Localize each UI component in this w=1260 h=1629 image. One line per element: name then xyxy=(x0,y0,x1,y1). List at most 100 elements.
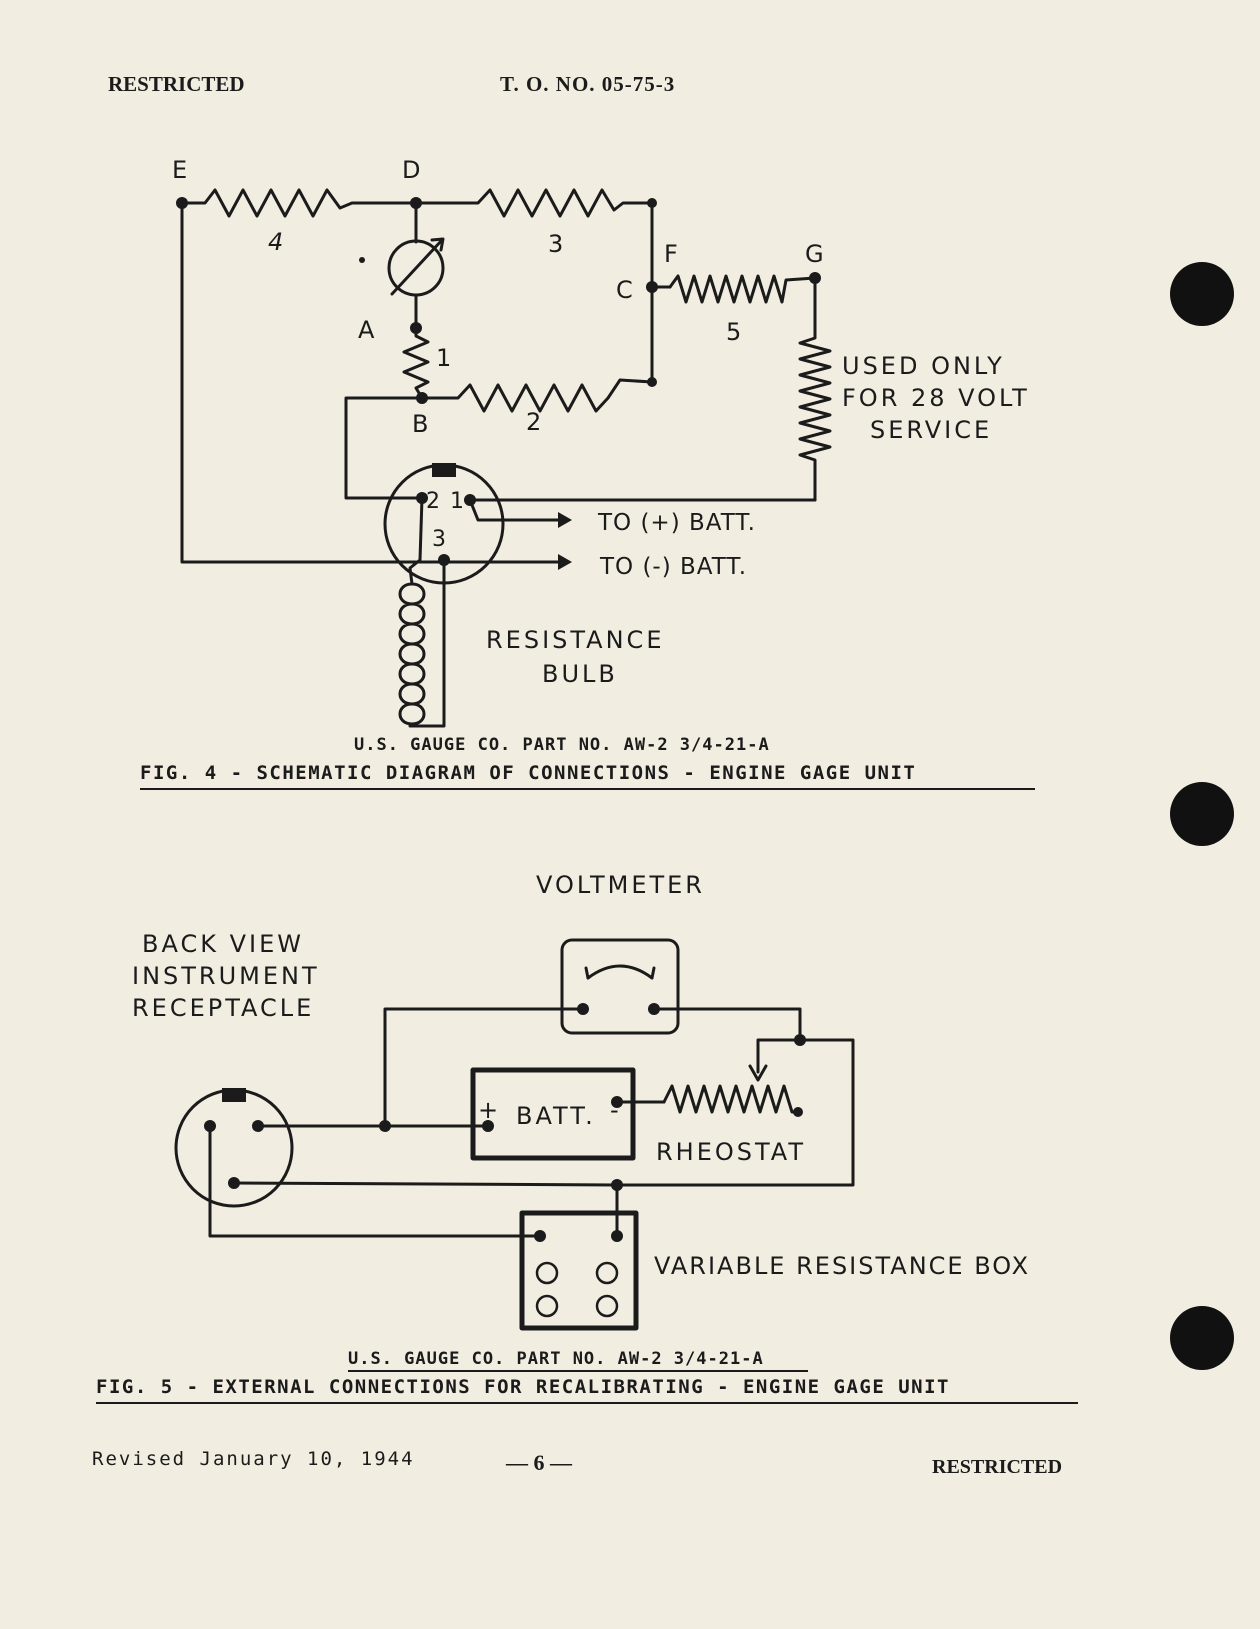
junction-dot xyxy=(204,1120,216,1132)
resistance-box-terminal xyxy=(595,1294,619,1318)
resistor-3 xyxy=(414,188,654,218)
speck xyxy=(359,257,365,263)
resistor-2 xyxy=(420,378,654,413)
junction-dot xyxy=(438,554,450,566)
bulb-coil xyxy=(398,582,426,726)
junction-dot xyxy=(252,1120,264,1132)
node-label-b: B xyxy=(412,410,428,438)
pin-label-2: 2 xyxy=(426,489,440,514)
receptacle-key xyxy=(432,463,456,477)
fig4-caption: FIG. 4 - SCHEMATIC DIAGRAM OF CONNECTION… xyxy=(140,762,917,784)
resistor-label-4: 4 xyxy=(268,228,283,256)
fig4-caption-underline xyxy=(140,788,1035,790)
revision-date: Revised January 10, 1944 xyxy=(92,1448,415,1470)
node-label-d: D xyxy=(402,156,420,184)
arrow-head xyxy=(558,512,572,528)
junction-dot xyxy=(534,1230,546,1242)
bulb-label-1: RESISTANCE xyxy=(486,626,664,654)
junction-dot xyxy=(464,494,476,506)
wire-b-loop xyxy=(344,396,424,500)
junction-dot xyxy=(648,1003,660,1015)
resistor-5 xyxy=(668,274,817,304)
junction-dot xyxy=(647,198,657,208)
binder-hole xyxy=(1170,782,1234,846)
junction-dot xyxy=(647,377,657,387)
junction-dot xyxy=(809,272,821,284)
resistance-box-terminal xyxy=(535,1261,559,1285)
voltmeter-label: VOLTMETER xyxy=(536,871,705,899)
wire-wiper-right-loop xyxy=(615,1038,855,1187)
bulb-lead-left xyxy=(408,496,424,586)
junction-dot xyxy=(611,1230,623,1242)
to-positive-battery: TO (+) BATT. xyxy=(597,510,756,536)
junction-dot xyxy=(416,392,428,404)
junction-dot xyxy=(410,197,422,209)
junction-dot xyxy=(482,1120,494,1132)
voltmeter-box xyxy=(560,938,680,1035)
receptacle-label-2: INSTRUMENT xyxy=(132,962,320,990)
battery-minus-sign: - xyxy=(610,1096,619,1124)
galvanometer-needle xyxy=(390,238,444,296)
arrow-head xyxy=(558,554,572,570)
wire-rheostat-wiper xyxy=(756,1038,802,1074)
receptacle-label-1: BACK VIEW xyxy=(142,930,304,958)
junction-dot xyxy=(611,1096,623,1108)
binder-hole xyxy=(1170,262,1234,326)
resistor-label-3: 3 xyxy=(548,230,563,258)
junction-dot xyxy=(176,197,188,209)
junction-dot xyxy=(379,1120,391,1132)
note-line-3: SERVICE xyxy=(870,416,992,444)
junction-dot xyxy=(228,1177,240,1189)
resistor-label-2: 2 xyxy=(526,408,541,436)
voltmeter-scale-tick xyxy=(584,966,656,980)
junction-dot xyxy=(794,1034,806,1046)
wire-e-left xyxy=(180,201,560,564)
resistance-box-terminal xyxy=(595,1261,619,1285)
bulb-label-2: BULB xyxy=(542,660,618,688)
node-label-a: A xyxy=(358,316,375,344)
header-classification: RESTRICTED xyxy=(108,72,245,96)
footer-classification: RESTRICTED xyxy=(932,1456,1063,1478)
header-document-number: T. O. NO. 05-75-3 xyxy=(500,72,676,96)
junction-dot xyxy=(793,1107,803,1117)
wire-pin1-to-pos xyxy=(468,498,560,522)
resistor-28v xyxy=(798,276,832,502)
resistance-box-label: VARIABLE RESISTANCE BOX xyxy=(654,1252,1030,1280)
junction-dot xyxy=(611,1179,623,1191)
receptacle-label-3: RECEPTACLE xyxy=(132,994,314,1022)
battery-plus-sign: + xyxy=(478,1096,498,1124)
junction-dot xyxy=(646,281,658,293)
junction-dot xyxy=(410,322,422,334)
resistor-label-5: 5 xyxy=(726,318,741,346)
battery-label: BATT. xyxy=(516,1102,596,1130)
resistor-label-1: 1 xyxy=(436,344,451,372)
fig4-part-number: U.S. GAUGE CO. PART NO. AW-2 3/4-21-A xyxy=(354,735,770,755)
wire-pin3-right xyxy=(232,1181,619,1187)
note-line-2: FOR 28 VOLT xyxy=(842,384,1030,412)
note-line-1: USED ONLY xyxy=(842,352,1005,380)
resistance-box xyxy=(519,1210,639,1331)
resistance-box-terminal xyxy=(535,1294,559,1318)
pin-label-3: 3 xyxy=(432,527,446,552)
galvanometer-needle-arrow xyxy=(430,237,445,252)
fig5-caption: FIG. 5 - EXTERNAL CONNECTIONS FOR RECALI… xyxy=(96,1376,950,1398)
wire-voltmeter-left xyxy=(383,1007,585,1128)
wire-pin-left-down xyxy=(208,1124,542,1238)
wire-voltmeter-right xyxy=(652,1007,802,1042)
battery-box xyxy=(470,1067,636,1161)
rheostat-wiper-arrow xyxy=(748,1064,768,1082)
rheostat-label: RHEOSTAT xyxy=(656,1138,806,1166)
receptacle-key xyxy=(222,1088,246,1102)
resistor-4 xyxy=(180,188,418,218)
pin-label-1: 1 xyxy=(450,489,464,514)
node-label-c: C xyxy=(616,276,633,304)
page-number: — 6 — xyxy=(506,1450,572,1475)
junction-dot xyxy=(577,1003,589,1015)
binder-hole xyxy=(1170,1306,1234,1370)
to-negative-battery: TO (-) BATT. xyxy=(599,554,747,580)
rheostat xyxy=(662,1084,800,1114)
fig5-caption-underline xyxy=(96,1402,1078,1404)
node-label-e: E xyxy=(172,156,187,184)
junction-dot xyxy=(416,492,428,504)
